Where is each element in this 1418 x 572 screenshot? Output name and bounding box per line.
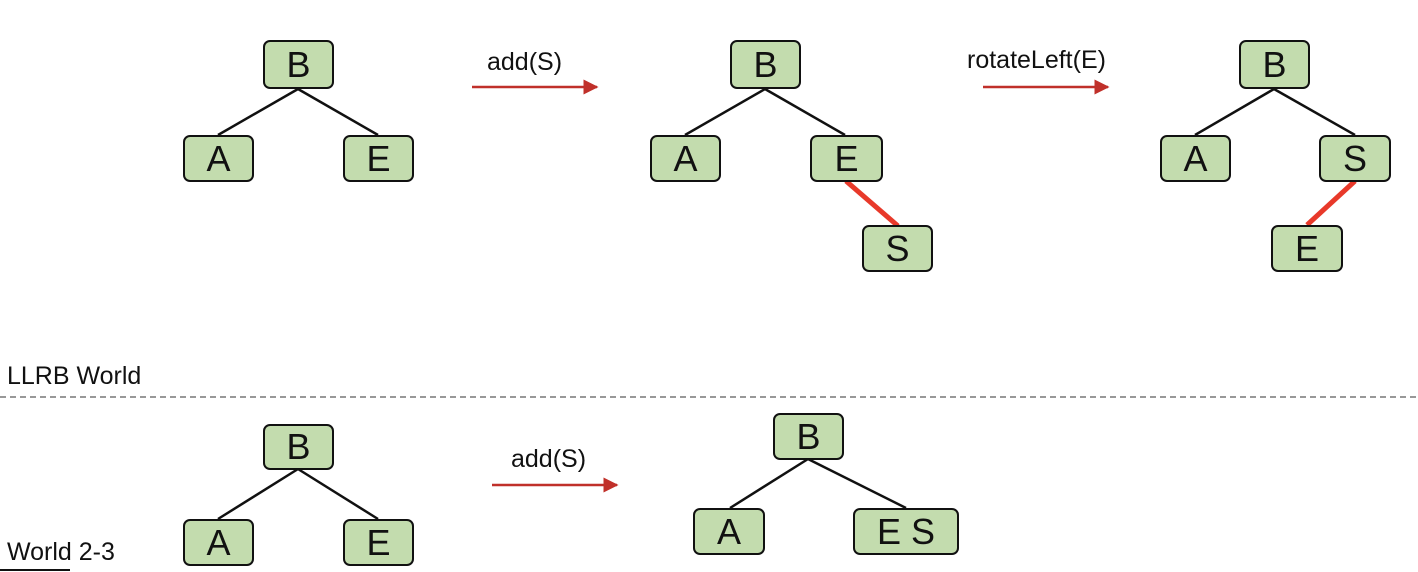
link-b-a-llrb-3 (1194, 87, 1275, 137)
node-es-23-2: E S (853, 508, 959, 555)
red-link-s-e (1305, 179, 1357, 227)
node-s-llrb-2: S (862, 225, 933, 272)
node-b-23-2: B (773, 413, 844, 460)
node-e-llrb-2: E (810, 135, 883, 182)
op-label-rotate-left: rotateLeft(E) (967, 46, 1106, 74)
node-b-llrb-2: B (730, 40, 801, 89)
link-b-a-23-1 (217, 467, 299, 521)
node-e-23-1: E (343, 519, 414, 566)
world-label-llrb: LLRB World (7, 362, 142, 390)
link-b-e-llrb-1 (297, 87, 379, 137)
op-label-add-s-23: add(S) (511, 445, 587, 473)
node-e-llrb-3: E (1271, 225, 1343, 272)
node-a-llrb-2: A (650, 135, 721, 182)
node-a-llrb-3: A (1160, 135, 1231, 182)
red-link-e-s (844, 179, 900, 228)
node-b-23-1: B (263, 424, 334, 470)
node-a-23-2: A (693, 508, 765, 555)
node-s-llrb-3: S (1319, 135, 1391, 182)
link-b-es-23-2 (807, 457, 907, 510)
link-b-s-llrb-3 (1273, 87, 1356, 137)
node-a-llrb-1: A (183, 135, 254, 182)
link-b-e-23-1 (297, 467, 379, 521)
node-e-llrb-1: E (343, 135, 414, 182)
op-label-add-s-llrb: add(S) (487, 48, 563, 76)
node-b-llrb-3: B (1239, 40, 1310, 89)
node-b-llrb-1: B (263, 40, 334, 89)
link-b-a-23-2 (729, 457, 809, 510)
link-b-a-llrb-1 (217, 87, 299, 137)
world-label-23: World 2-3 (7, 538, 115, 566)
node-a-23-1: A (183, 519, 254, 566)
world-label-23-underline (0, 569, 70, 571)
link-b-a-llrb-2 (684, 87, 766, 137)
link-b-e-llrb-2 (764, 87, 846, 137)
